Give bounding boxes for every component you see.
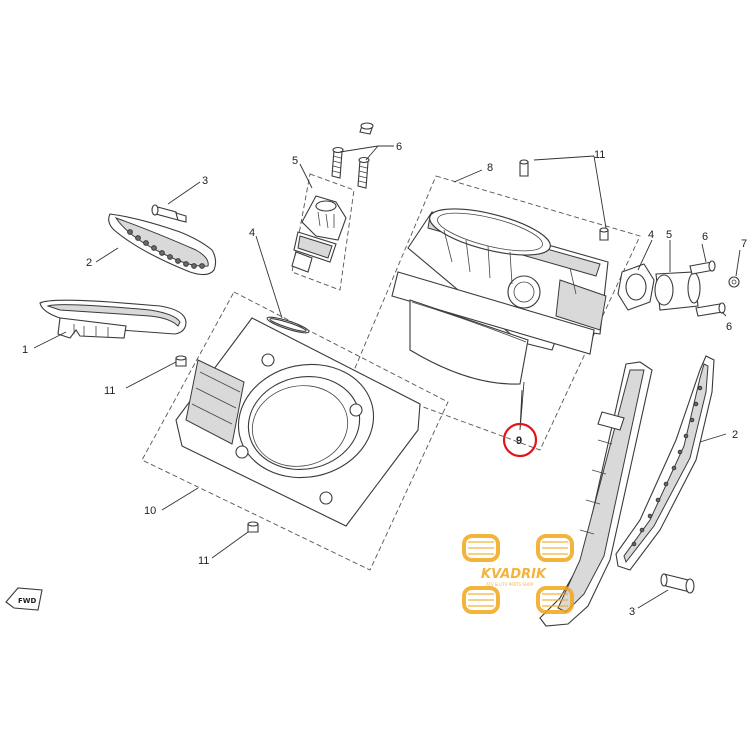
callout-11-left: 11 <box>104 385 115 397</box>
part-6-bolts-top <box>331 122 374 189</box>
callout-2-left: 2 <box>86 257 92 269</box>
callout-6-right-a: 6 <box>702 231 708 243</box>
callout-9: 9 <box>516 435 522 447</box>
part-chain-guide-right <box>539 361 653 627</box>
callout-8: 8 <box>487 162 493 174</box>
callout-6-right-b: 6 <box>726 321 732 333</box>
callout-2-right: 2 <box>732 429 738 441</box>
callout-3-top: 3 <box>202 175 208 187</box>
callout-5-top: 5 <box>292 155 298 167</box>
callout-11-top: 11 <box>594 149 605 161</box>
part-water-fitting-right <box>617 260 740 317</box>
callout-3-bottom: 3 <box>629 606 635 618</box>
callout-4-mid: 4 <box>249 227 255 239</box>
callout-4-right: 4 <box>648 229 654 241</box>
callout-6-top: 6 <box>396 141 402 153</box>
leader-lines <box>33 145 741 609</box>
part-1-chain-guide <box>39 299 187 339</box>
part-3-bolt-bottom <box>660 573 695 594</box>
callout-7: 7 <box>741 238 747 250</box>
part-10-gasket <box>141 291 449 571</box>
part-5-tensioner-top <box>291 173 355 291</box>
callout-labels: 1 2 3 4 5 6 8 11 4 5 6 7 6 11 9 2 10 11 … <box>22 141 747 618</box>
watermark-brand: KVADRIK <box>481 567 547 582</box>
part-8-cylinder <box>349 175 641 451</box>
callout-11-bottom: 11 <box>198 555 209 567</box>
callout-1: 1 <box>22 344 28 356</box>
part-3-bolt-top <box>151 204 187 223</box>
part-2-tensioner-guide-right <box>615 355 715 571</box>
watermark-tagline: ATV & UTV PARTS SHOP <box>486 582 534 587</box>
callout-5-right: 5 <box>666 229 672 241</box>
part-2-tensioner-guide-left <box>108 213 217 276</box>
kvadrik-watermark: KVADRIK ATV & UTV PARTS SHOP <box>462 534 574 614</box>
part-11-dowels-left <box>175 355 259 533</box>
fwd-label: FWD <box>18 597 37 605</box>
fwd-arrow: FWD <box>5 587 43 611</box>
callout-10: 10 <box>144 505 156 517</box>
part-11-dowels-top <box>519 159 609 241</box>
highlight-ring-9 <box>502 422 538 458</box>
part-4-oring-center <box>266 316 310 334</box>
